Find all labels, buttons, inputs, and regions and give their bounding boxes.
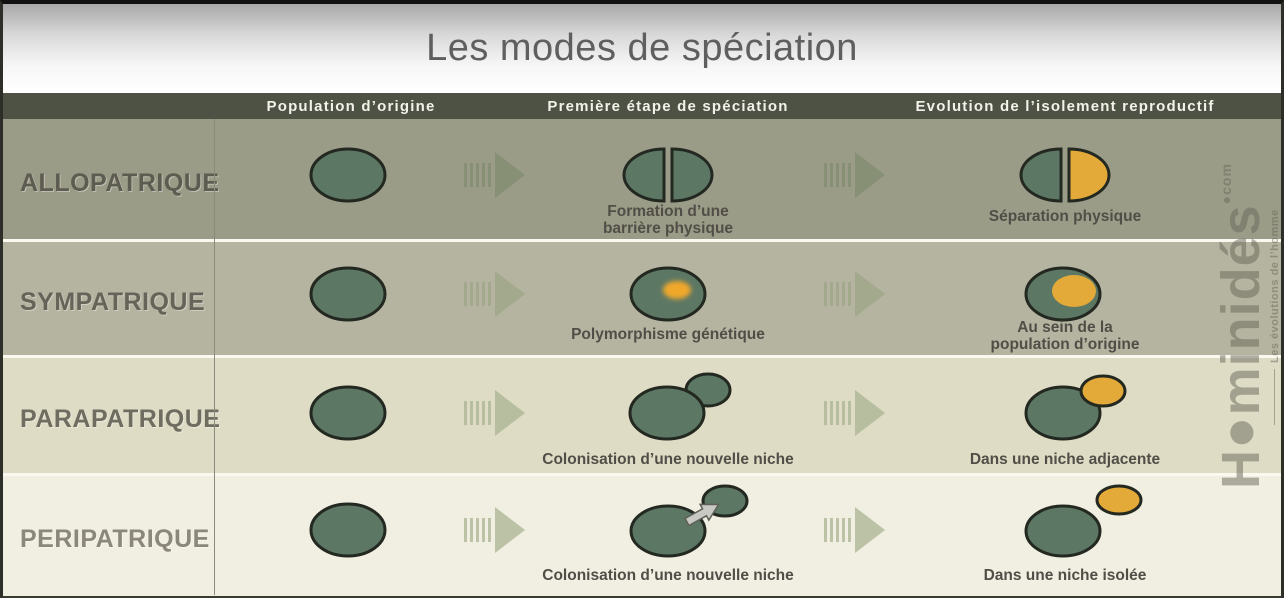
origin-population-ellipse: [309, 502, 387, 558]
step-caption: Polymorphisme génétique: [571, 326, 765, 343]
row-label-parapatrique: PARAPATRIQUE: [20, 405, 221, 433]
title-band: Les modes de spéciation: [3, 4, 1281, 93]
flow-arrow-icon: [824, 507, 885, 553]
row-label-peripatrique: PERIPATRIQUE: [20, 525, 210, 553]
row-parapatrique: PARAPATRIQUE: [3, 358, 1281, 473]
separated-species-ellipse: [1019, 147, 1111, 203]
evolution-caption: Dans une niche isolée: [983, 567, 1147, 584]
flow-arrow-icon: [464, 152, 525, 198]
step-caption: Colonisation d’une nouvelle niche: [542, 567, 794, 584]
flow-arrow-icon: [464, 271, 525, 317]
flow-arrow-icon: [824, 390, 885, 436]
row-separator: [3, 473, 1281, 476]
flow-arrow-icon: [464, 507, 525, 553]
row-allopatrique: ALLOPATRIQUE: [3, 119, 1281, 239]
flow-arrow-icon: [464, 390, 525, 436]
evolution-caption: Séparation physique: [988, 208, 1142, 225]
label-column-divider: [214, 119, 215, 595]
column-header-origin: Population d’origine: [266, 97, 436, 115]
adjacent-niche-ellipses: [1024, 374, 1127, 441]
origin-population-ellipse: [309, 147, 387, 203]
column-header-first-step: Première étape de spéciation: [547, 97, 789, 115]
isolated-niche-ellipses: [1024, 484, 1143, 558]
evolution-caption: Au sein de la population d’origine: [990, 319, 1140, 353]
row-label-allopatrique: ALLOPATRIQUE: [20, 168, 220, 197]
column-header-isolation: Evolution de l’isolement reproductif: [915, 97, 1215, 115]
colonisation-ellipses: [629, 484, 749, 558]
page-title: Les modes de spéciation: [426, 27, 858, 69]
budding-niche-ellipses: [628, 372, 732, 441]
evolution-caption: Dans une niche adjacente: [969, 451, 1161, 468]
row-label-sympatrique: SYMPATRIQUE: [20, 288, 206, 316]
origin-population-ellipse: [309, 266, 387, 322]
flow-arrow-icon: [824, 152, 885, 198]
row-sympatrique: SYMPATRIQUE: [3, 242, 1281, 355]
rows-area: ALLOPATRIQUE: [3, 119, 1281, 595]
split-population-ellipse: [622, 147, 714, 203]
colonisation-arrow-icon: [684, 503, 720, 527]
flow-arrow-icon: [824, 271, 885, 317]
polymorphism-ellipse: [629, 266, 707, 322]
row-peripatrique: PERIPATRIQUE: [3, 476, 1281, 595]
step-caption: Formation d’une barrière physique: [602, 203, 734, 237]
origin-population-ellipse: [309, 385, 387, 441]
row-separator: [3, 239, 1281, 242]
column-header-bar: Population d’origine Première étape de s…: [3, 93, 1281, 119]
step-caption: Colonisation d’une nouvelle niche: [542, 451, 794, 468]
inner-species-ellipse: [1024, 266, 1102, 322]
row-separator: [3, 355, 1281, 358]
